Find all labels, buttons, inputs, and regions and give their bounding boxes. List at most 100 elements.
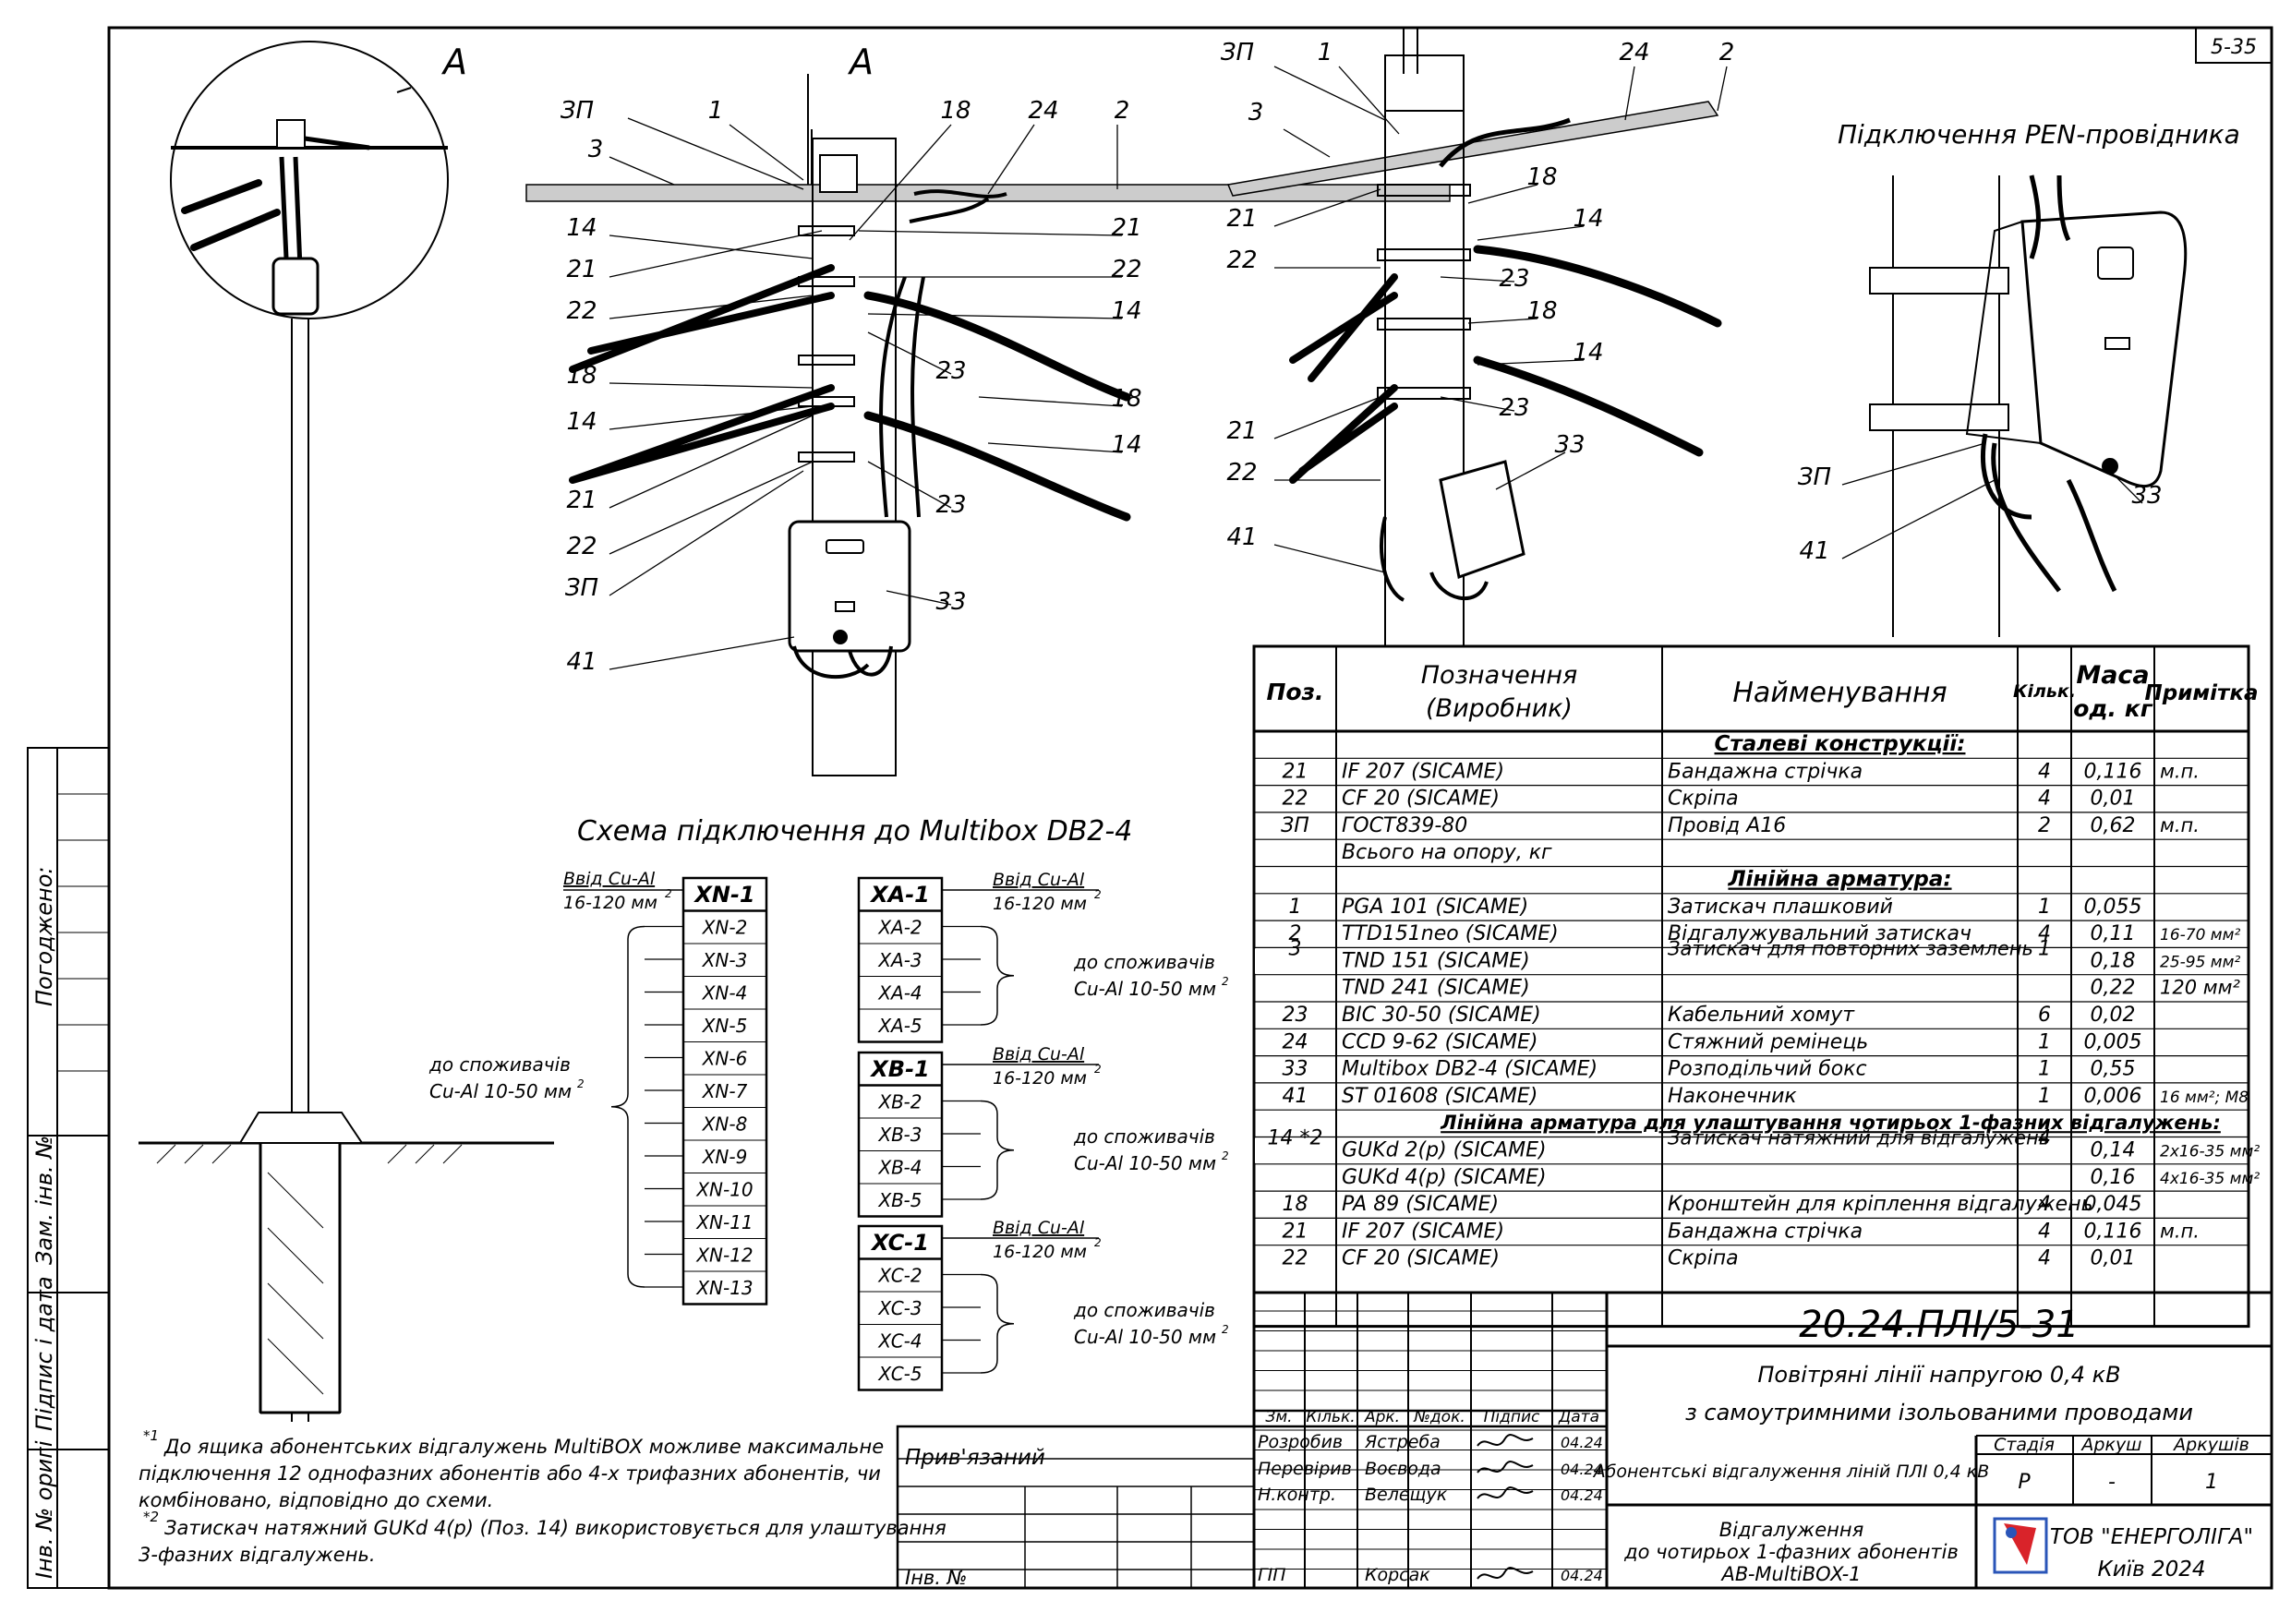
bom-designation: ST 01608 (SICAME) <box>1342 1085 1537 1108</box>
callout-label: 2 <box>1115 97 1130 125</box>
bom-header-pos: Поз. <box>1266 679 1323 705</box>
callout-leader <box>1283 128 1331 158</box>
xb-block <box>857 1051 944 1218</box>
input-range-sup: 2 <box>1094 1236 1102 1249</box>
subject-text: Абонентські відгалуження ліній ПЛІ 0,4 к… <box>1592 1462 1990 1482</box>
view-label-a-2: А <box>847 42 874 82</box>
xn-row: XN-9 <box>702 1146 748 1168</box>
callout-leader <box>1624 66 1635 121</box>
callout-leader <box>2104 465 2143 504</box>
group-brace <box>980 1100 1015 1200</box>
callout-label: 21 <box>566 256 597 283</box>
bom-designation: IF 207 (SICAME) <box>1342 760 1504 783</box>
input-range: 16-120 мм <box>993 1242 1087 1262</box>
xn-row: XN-4 <box>702 982 748 1004</box>
callout-label: 22 <box>566 533 597 560</box>
bom-pos: 2 <box>1289 922 1302 945</box>
callout-label: 3 <box>588 136 604 163</box>
bom-note: 120 мм² <box>2160 977 2240 999</box>
xn-row: XN-6 <box>702 1048 748 1070</box>
orig-inventory-label: Інв. № оригі <box>31 1440 57 1579</box>
person-role: Перевірив <box>1258 1459 1352 1479</box>
drawing-title-2: з самоутримними ізольованими проводами <box>1685 1400 2193 1426</box>
callout-label: 21 <box>1111 214 1141 242</box>
bom-name: Наконечник <box>1668 1085 1797 1108</box>
callout-leader <box>1717 66 1728 112</box>
xa-block <box>857 876 944 1043</box>
bound-label: Прив'язаний <box>905 1446 1045 1470</box>
bom-header-note: Примітка <box>2145 681 2259 705</box>
note-2-mark: *2 <box>143 1509 159 1525</box>
bom-designation: GUKd 4(p) (SICAME) <box>1342 1166 1547 1189</box>
callout-label: 1 <box>708 97 724 125</box>
bom-pos: 1 <box>1289 896 1302 919</box>
callout-leader <box>1841 479 1996 559</box>
bom-designation: ГОСТ839-80 <box>1342 814 1467 837</box>
callout-label: 23 <box>1499 394 1529 422</box>
consumers-section-sup: 2 <box>1222 975 1229 988</box>
callout-leader <box>1477 225 1585 241</box>
callout-leader <box>609 156 675 186</box>
xa-row: XA-2 <box>877 917 922 939</box>
bom-name: Кабельний хомут <box>1668 1004 1855 1027</box>
callout-label: 18 <box>566 362 597 390</box>
group-brace <box>610 925 645 1288</box>
consumers-label: до споживачів <box>428 1053 571 1076</box>
xc-header: XC-1 <box>870 1230 929 1256</box>
bom-mass: 0,01 <box>2091 788 2136 811</box>
callout-leader <box>609 461 814 555</box>
bom-section-title: Сталеві конструкції: <box>1715 732 1966 756</box>
xc-block <box>857 1224 944 1391</box>
bom-qty: 4 <box>2038 788 2051 811</box>
person-date: 04.24 <box>1561 1567 1603 1584</box>
xc-row: XC-4 <box>877 1330 922 1353</box>
callout-label: 22 <box>566 297 597 325</box>
inventory-label: Інв. № <box>905 1567 968 1589</box>
note-1-mark: *1 <box>143 1427 159 1444</box>
person-date: 04.24 <box>1561 1434 1603 1451</box>
bom-qty: 1 <box>2038 1030 2051 1053</box>
bom-mass: 0,045 <box>2084 1193 2142 1216</box>
bom-name: Скріпа <box>1668 788 1739 811</box>
note-1-line-1: До ящика абонентських відгалужень MultiB… <box>163 1436 884 1458</box>
pole-elevation <box>139 41 554 1422</box>
bom-designation: GUKd 2(p) (SICAME) <box>1342 1139 1547 1162</box>
sheet-header: Аркуш <box>2080 1435 2141 1455</box>
note-2-line-1: Затискач натяжний GUKd 4(p) (Поз. 14) ви… <box>164 1517 947 1539</box>
replace-inventory-label: Зам. інв. № <box>31 1136 57 1265</box>
xc-row: XC-2 <box>877 1265 922 1287</box>
bom-pos: 41 <box>1283 1085 1308 1108</box>
callout-leader <box>609 382 814 389</box>
bom-name: Провід А16 <box>1668 814 1786 837</box>
bom-mass: 0,006 <box>2084 1085 2142 1108</box>
sheets-value: 1 <box>2205 1471 2218 1494</box>
bom-name: Скріпа <box>1668 1247 1739 1270</box>
bom-note: 16 мм²; М8 <box>2160 1089 2249 1107</box>
bom-name: Кронштейн для кріплення відгалужень <box>1668 1193 2093 1216</box>
bom-merged-name: Затискач натяжний для відгалужень <box>1668 1127 2050 1149</box>
callout-label: 18 <box>940 97 971 125</box>
stage-value: Р <box>2018 1471 2031 1494</box>
bom-qty: 4 <box>2038 1247 2051 1270</box>
bom-name: Розподільчий бокс <box>1668 1058 1867 1081</box>
callout-label: 33 <box>2131 482 2162 510</box>
input-range-sup: 2 <box>1094 1063 1102 1076</box>
callout-label: 23 <box>1499 265 1529 293</box>
signature <box>1477 1461 1534 1474</box>
group-brace <box>980 1273 1015 1374</box>
drawing-name-1: Відгалуження <box>1719 1519 1863 1541</box>
bom-mass: 0,01 <box>2091 1247 2136 1270</box>
callout-leader <box>1467 318 1538 324</box>
input-range: 16-120 мм <box>993 894 1087 914</box>
detail-perspective-view <box>1226 28 1722 646</box>
bom-designation: PA 89 (SICAME) <box>1342 1193 1499 1216</box>
bom-header-name: Найменування <box>1732 677 1947 709</box>
callout-leader <box>609 230 823 278</box>
xb-header: XB-1 <box>869 1056 929 1082</box>
callout-label: ЗП <box>565 574 598 602</box>
bom-designation: Multibox DB2-4 (SICAME) <box>1342 1058 1598 1081</box>
callout-label: ЗП <box>1221 39 1254 66</box>
callout-label: 21 <box>1226 417 1257 445</box>
hdr-data: Дата <box>1558 1408 1599 1426</box>
